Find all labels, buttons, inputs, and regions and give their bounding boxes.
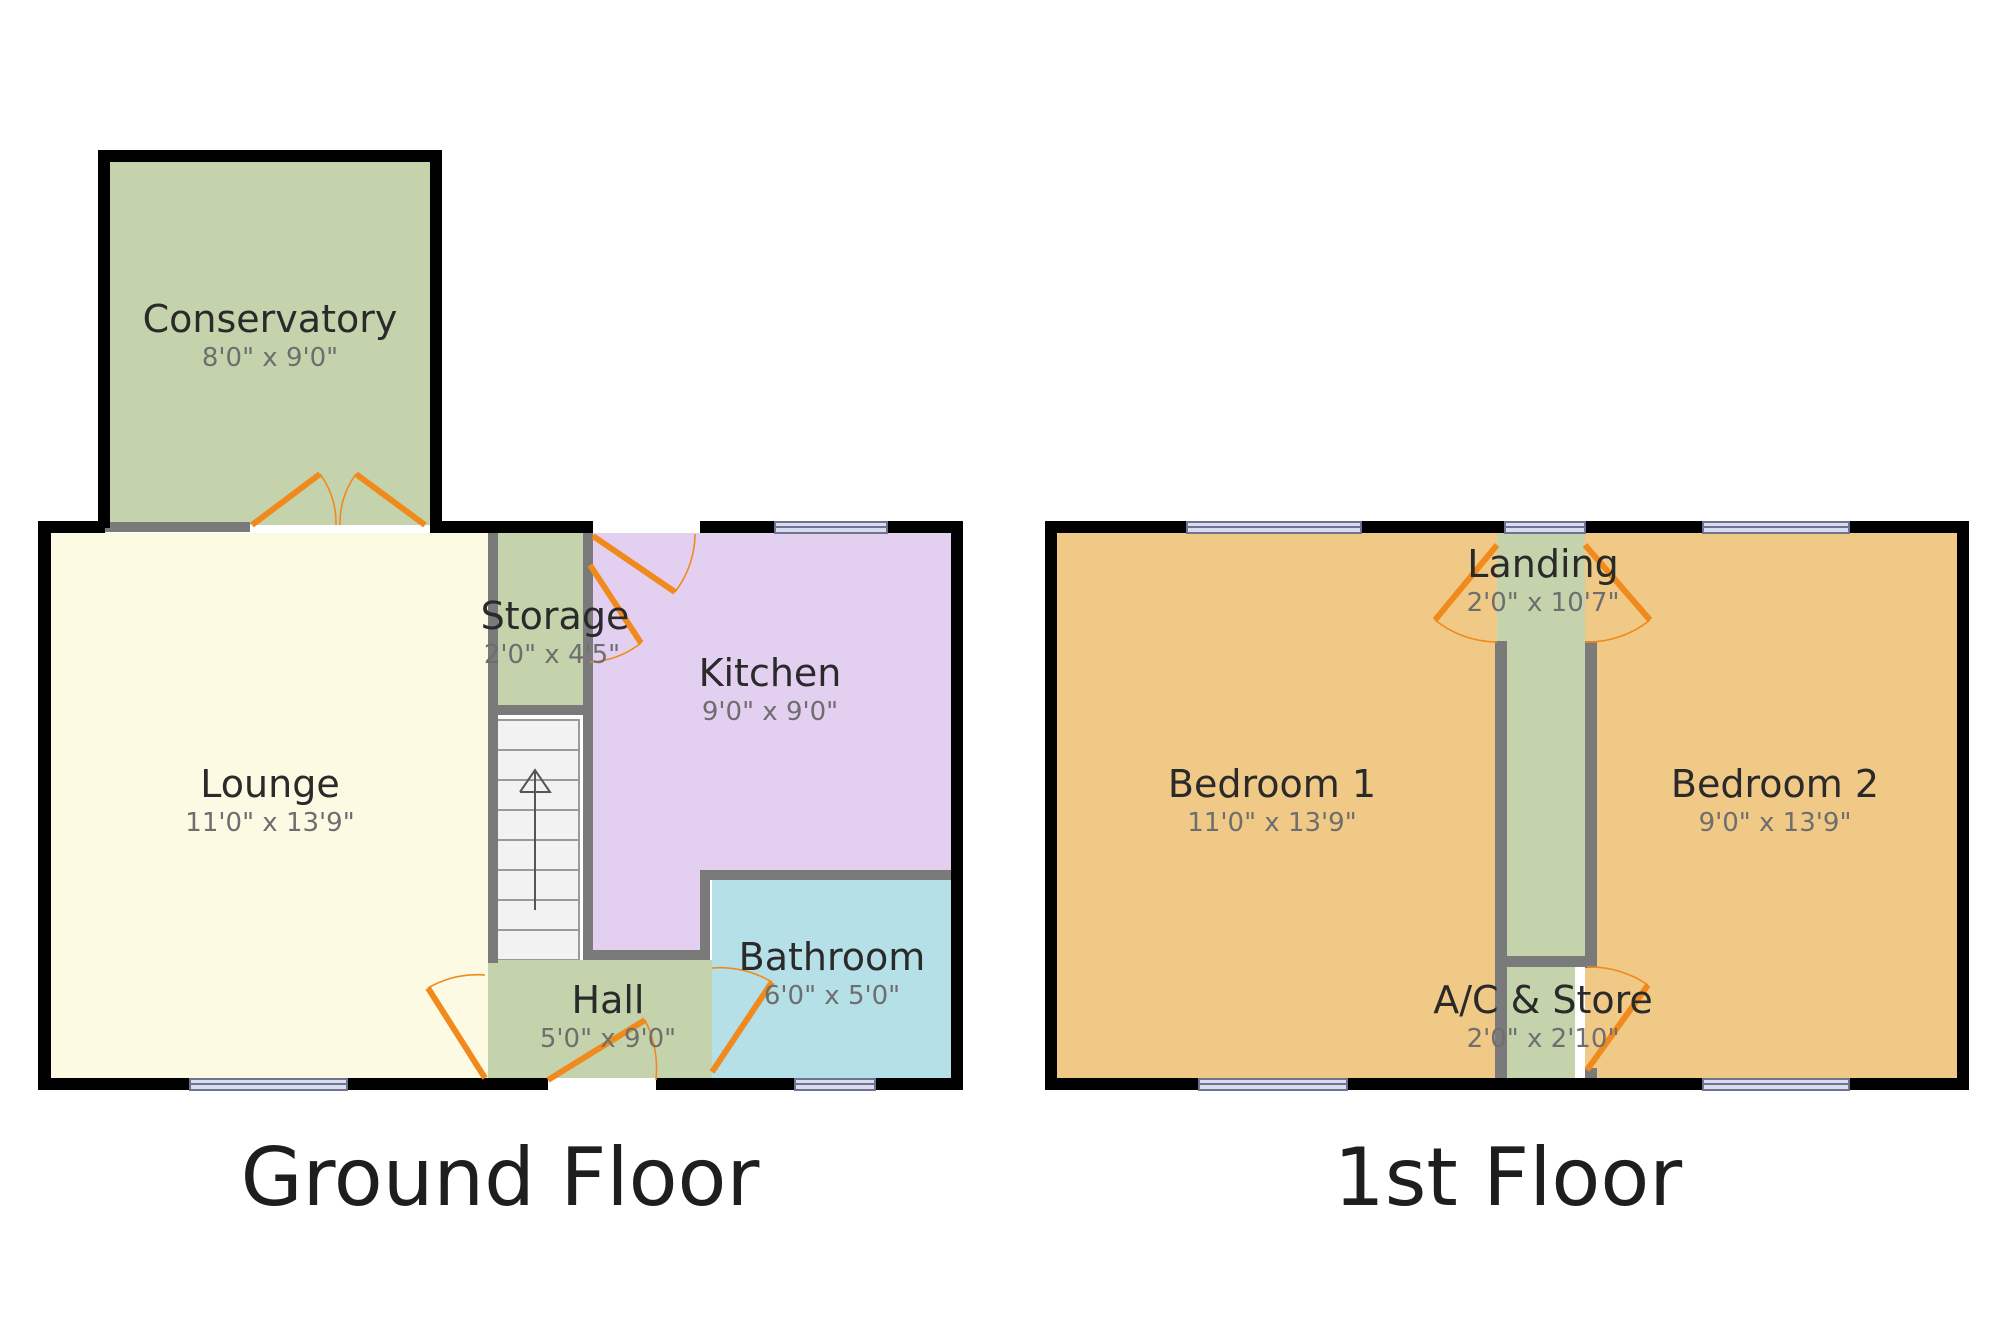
hall-dims: 5'0" x 9'0" (540, 1024, 676, 1054)
door-bedroom2 (1582, 543, 1653, 643)
stair-treads (497, 749, 579, 931)
kitchen-floor (593, 533, 951, 950)
landing-dims: 2'0" x 10'7" (1467, 588, 1620, 618)
door-lounge (425, 973, 488, 1080)
first-inner-walls (1495, 641, 1597, 1078)
storage-floor (497, 533, 583, 705)
ground-floor-label: Ground Floor (241, 1131, 760, 1224)
first-floor: Landing 2'0" x 10'7" Bedroom 1 11'0" x 1… (1045, 521, 1969, 1224)
first-window-bedroom1-top (1186, 521, 1362, 534)
landing-floor (1497, 533, 1585, 956)
first-window-bedroom2-top (1702, 521, 1850, 534)
hall-floor (488, 960, 712, 1078)
lounge-name: Lounge (200, 762, 339, 806)
lounge-floor (51, 533, 488, 1078)
ac-store-floor (1507, 967, 1575, 1078)
first-window-bedroom2-bottom (1702, 1078, 1850, 1091)
conservatory-dims: 8'0" x 9'0" (202, 343, 338, 373)
ground-window-bathroom (794, 1078, 876, 1091)
ground-inner-walls (105, 522, 952, 963)
bedroom2-dims: 9'0" x 13'9" (1699, 808, 1852, 838)
bathroom-name: Bathroom (739, 935, 926, 979)
ac-store-name: A/C & Store (1433, 978, 1653, 1022)
door-ac-store (1584, 966, 1651, 1072)
bedroom1-name: Bedroom 1 (1168, 762, 1376, 806)
kitchen-dims: 9'0" x 9'0" (702, 697, 838, 727)
ac-store-dims: 2'0" x 2'10" (1467, 1024, 1620, 1054)
door-kitchen (591, 533, 696, 595)
conservatory-floor (110, 162, 430, 525)
hall-name: Hall (572, 978, 645, 1022)
first-window-landing (1504, 521, 1586, 534)
bathroom-floor (712, 880, 951, 1078)
stairs-arrow-icon (519, 768, 552, 910)
bathroom-dims: 6'0" x 5'0" (764, 981, 900, 1011)
bedroom2-name: Bedroom 2 (1671, 762, 1879, 806)
first-window-bedroom1-bottom (1198, 1078, 1348, 1091)
door-hall-front (546, 1017, 658, 1083)
ground-floor: Conservatory 8'0" x 9'0" Lounge 11'0" x … (38, 150, 963, 1224)
first-floor-label: 1st Floor (1334, 1131, 1683, 1224)
storage-dims: 2'0" x 4'5" (484, 640, 620, 670)
bedroom1-floor (1057, 533, 1497, 1078)
landing-name: Landing (1467, 542, 1618, 586)
storage-name: Storage (481, 594, 630, 638)
kitchen-name: Kitchen (699, 651, 842, 695)
bedroom1-dims: 11'0" x 13'9" (1187, 808, 1356, 838)
door-storage (587, 563, 644, 663)
ground-window-kitchen (774, 521, 888, 534)
conservatory-name: Conservatory (143, 297, 398, 341)
door-bedroom1 (1432, 543, 1500, 643)
door-conservatory (250, 471, 427, 528)
lounge-dims: 11'0" x 13'9" (185, 808, 354, 838)
ground-window-lounge (189, 1078, 348, 1091)
door-bathroom (709, 966, 775, 1074)
